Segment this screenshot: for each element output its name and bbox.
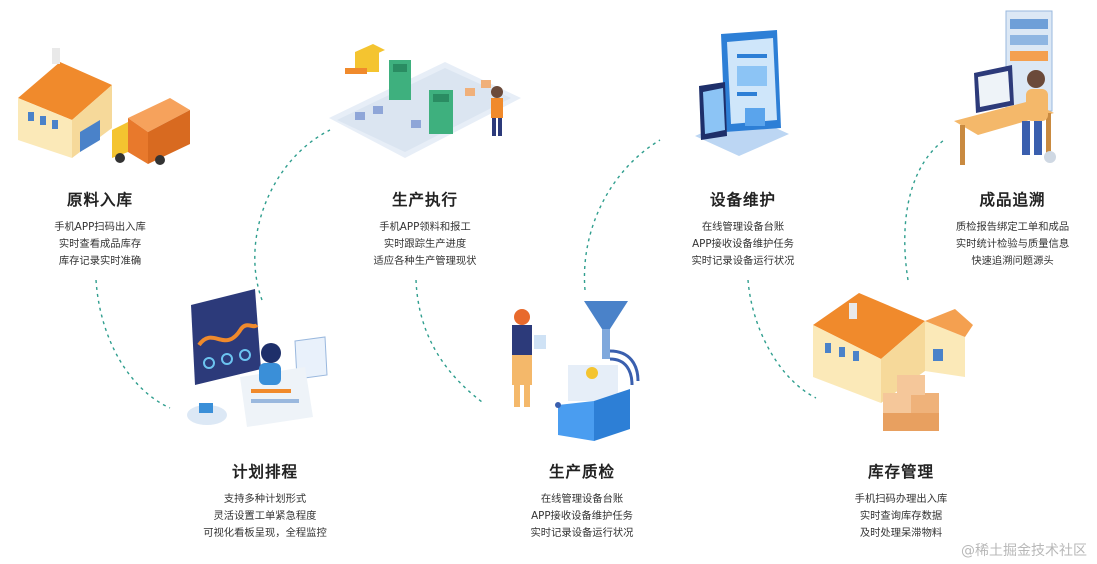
stage-line: 手机APP领料和报工 (379, 221, 471, 233)
stage-line: 快速追溯问题源头 (971, 255, 1054, 267)
stage-line: 灵活设置工单紧急程度 (213, 510, 317, 522)
stage-line: 在线管理设备台账 (540, 493, 624, 505)
stage-production: 生产执行 手机APP领料和报工 实时跟踪生产进度 适应各种生产管理现状 (340, 188, 510, 270)
traceability-desk-illustration (954, 10, 1056, 165)
production-line-illustration (329, 44, 521, 158)
stage-inventory: 库存管理 手机扫码办理出入库 实时查询库存数据 及时处理呆滞物料 (816, 460, 986, 542)
connector-production-to-quality (415, 279, 483, 403)
stage-line: 手机APP扫码出入库 (54, 221, 146, 233)
stage-line: APP接收设备维护任务 (692, 238, 794, 250)
inventory-warehouse-illustration (813, 293, 973, 431)
stage-maintenance: 设备维护 在线管理设备台账 APP接收设备维护任务 实时记录设备运行状况 (658, 188, 828, 270)
stage-line: 库存记录实时准确 (58, 255, 142, 267)
stage-line: 及时处理呆滞物料 (859, 527, 943, 539)
watermark: @稀土掘金技术社区 (961, 543, 1087, 559)
stage-line: 手机扫码办理出入库 (854, 493, 948, 505)
stage-title: 生产质检 (548, 463, 615, 481)
stage-line: 实时统计检验与质量信息 (955, 238, 1070, 250)
stage-line: APP接收设备维护任务 (531, 510, 633, 522)
stage-line: 质检报告绑定工单和成品 (955, 221, 1070, 233)
stage-title: 成品追溯 (979, 191, 1046, 209)
connector-planning-to-production (254, 129, 331, 301)
warehouse-truck-illustration (18, 48, 190, 165)
stage-line: 实时查看成品库存 (58, 238, 142, 250)
connector-maintenance-to-inventory (747, 279, 817, 399)
stage-line: 实时跟踪生产进度 (383, 238, 467, 250)
stage-planning: 计划排程 支持多种计划形式 灵活设置工单紧急程度 可视化看板呈现，全程监控 (180, 460, 350, 542)
stage-title: 生产执行 (391, 191, 458, 209)
stage-stock-in: 原料入库 手机APP扫码出入库 实时查看成品库存 库存记录实时准确 (20, 188, 180, 270)
stage-line: 实时记录设备运行状况 (691, 255, 795, 267)
stage-title: 库存管理 (867, 463, 934, 481)
stage-traceability: 成品追溯 质检报告绑定工单和成品 实时统计检验与质量信息 快速追溯问题源头 (930, 188, 1095, 270)
stage-line: 实时记录设备运行状况 (530, 527, 634, 539)
stage-line: 实时查询库存数据 (859, 510, 943, 522)
dashboard-planning-illustration (187, 289, 328, 427)
connector-quality-to-maintenance (583, 139, 661, 291)
stage-line: 在线管理设备台账 (701, 221, 785, 233)
stage-title: 设备维护 (709, 191, 776, 209)
stage-title: 计划排程 (231, 463, 298, 481)
connector-stock-in-to-planning (95, 279, 171, 409)
stage-line: 可视化看板呈现，全程监控 (203, 527, 327, 539)
equipment-maintenance-illustration (695, 30, 789, 156)
stage-title: 原料入库 (66, 191, 133, 209)
stage-line: 支持多种计划形式 (223, 493, 307, 505)
stage-line: 适应各种生产管理现状 (373, 255, 477, 267)
connector-inventory-to-traceability (904, 139, 945, 281)
quality-inspection-illustration (512, 301, 640, 441)
stage-quality: 生产质检 在线管理设备台账 APP接收设备维护任务 实时记录设备运行状况 (497, 460, 667, 542)
